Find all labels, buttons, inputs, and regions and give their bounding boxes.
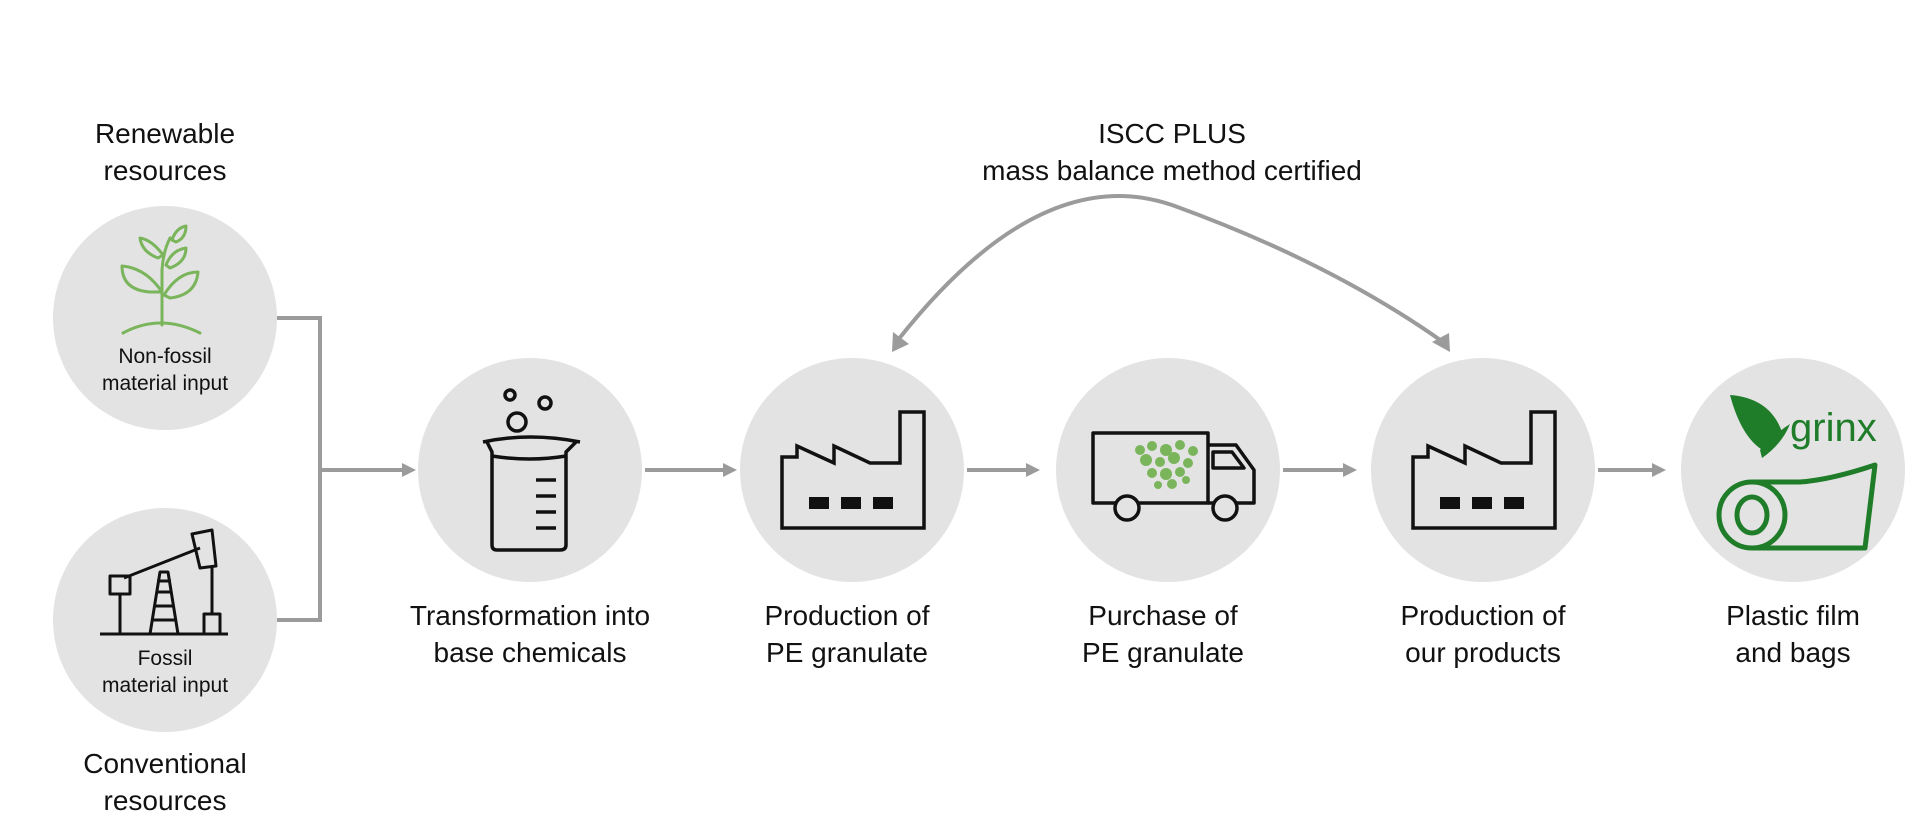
merge-bracket-line: [277, 316, 322, 622]
arrowhead-to-pe-production: [723, 463, 737, 477]
step-2-line-1: Production of: [764, 600, 930, 631]
iscc-line-2: mass balance method certified: [982, 155, 1362, 186]
fossil-line-2: material input: [101, 674, 229, 697]
non-fossil-caption: Non-fossil material input: [65, 343, 265, 397]
grinx-leaf-logo: grinx: [1730, 395, 1877, 458]
grinx-logo-text: grinx: [1790, 406, 1877, 450]
factory-icon: [780, 410, 926, 530]
step-3-line-1: Purchase of: [1088, 600, 1238, 631]
step-2-line-2: PE granulate: [766, 637, 928, 668]
arc-arrowhead-left: [892, 332, 909, 352]
node-non-fossil: [53, 206, 277, 430]
arrowhead-to-transformation: [402, 463, 416, 477]
granulate-cluster: [1135, 440, 1198, 489]
step-caption-pe-purchase: Purchase of PE granulate: [1043, 597, 1283, 671]
connectors: [277, 194, 1666, 622]
film-roll-icon: [1716, 462, 1878, 551]
truck-icon: [1091, 431, 1256, 522]
non-fossil-line-2: material input: [101, 372, 229, 395]
arrowhead-to-plastic-film: [1652, 463, 1666, 477]
beaker-icon: [482, 388, 581, 552]
fossil-line-1: Fossil: [137, 647, 193, 670]
conventional-line-1: Conventional: [83, 748, 247, 779]
step-3-line-2: PE granulate: [1082, 637, 1244, 668]
step-5-line-1: Plastic film: [1726, 600, 1860, 631]
iscc-certification-label: ISCC PLUS mass balance method certified: [932, 115, 1412, 189]
fossil-caption: Fossil material input: [65, 645, 265, 699]
node-pe-production: [740, 358, 964, 582]
arc-arrowhead-right: [1432, 333, 1450, 352]
step-caption-transformation: Transformation into base chemicals: [390, 597, 670, 671]
iscc-line-1: ISCC PLUS: [1098, 118, 1246, 149]
step-4-line-2: our products: [1405, 637, 1561, 668]
arrowhead-to-our-production: [1343, 463, 1357, 477]
step-1-line-1: Transformation into: [409, 600, 651, 631]
step-caption-our-production: Production of our products: [1363, 597, 1603, 671]
node-transformation: [418, 358, 642, 582]
renewable-line-1: Renewable: [94, 118, 236, 149]
conventional-resources-label: Conventional resources: [45, 745, 285, 819]
iscc-mass-balance-arc: [896, 194, 1445, 344]
factory-icon: [1411, 410, 1557, 530]
plant-icon: [120, 224, 202, 335]
step-caption-pe-production: Production of PE granulate: [727, 597, 967, 671]
step-1-line-2: base chemicals: [433, 637, 627, 668]
step-caption-plastic-film: Plastic film and bags: [1683, 597, 1903, 671]
renewable-resources-label: Renewable resources: [45, 115, 285, 189]
renewable-line-2: resources: [103, 155, 227, 186]
step-4-line-1: Production of: [1400, 600, 1566, 631]
step-5-line-2: and bags: [1735, 637, 1851, 668]
non-fossil-line-1: Non-fossil: [118, 345, 212, 368]
arrowhead-to-pe-purchase: [1026, 463, 1040, 477]
conventional-line-2: resources: [103, 785, 227, 816]
oil-pump-icon: [100, 528, 228, 636]
node-our-production: [1371, 358, 1595, 582]
